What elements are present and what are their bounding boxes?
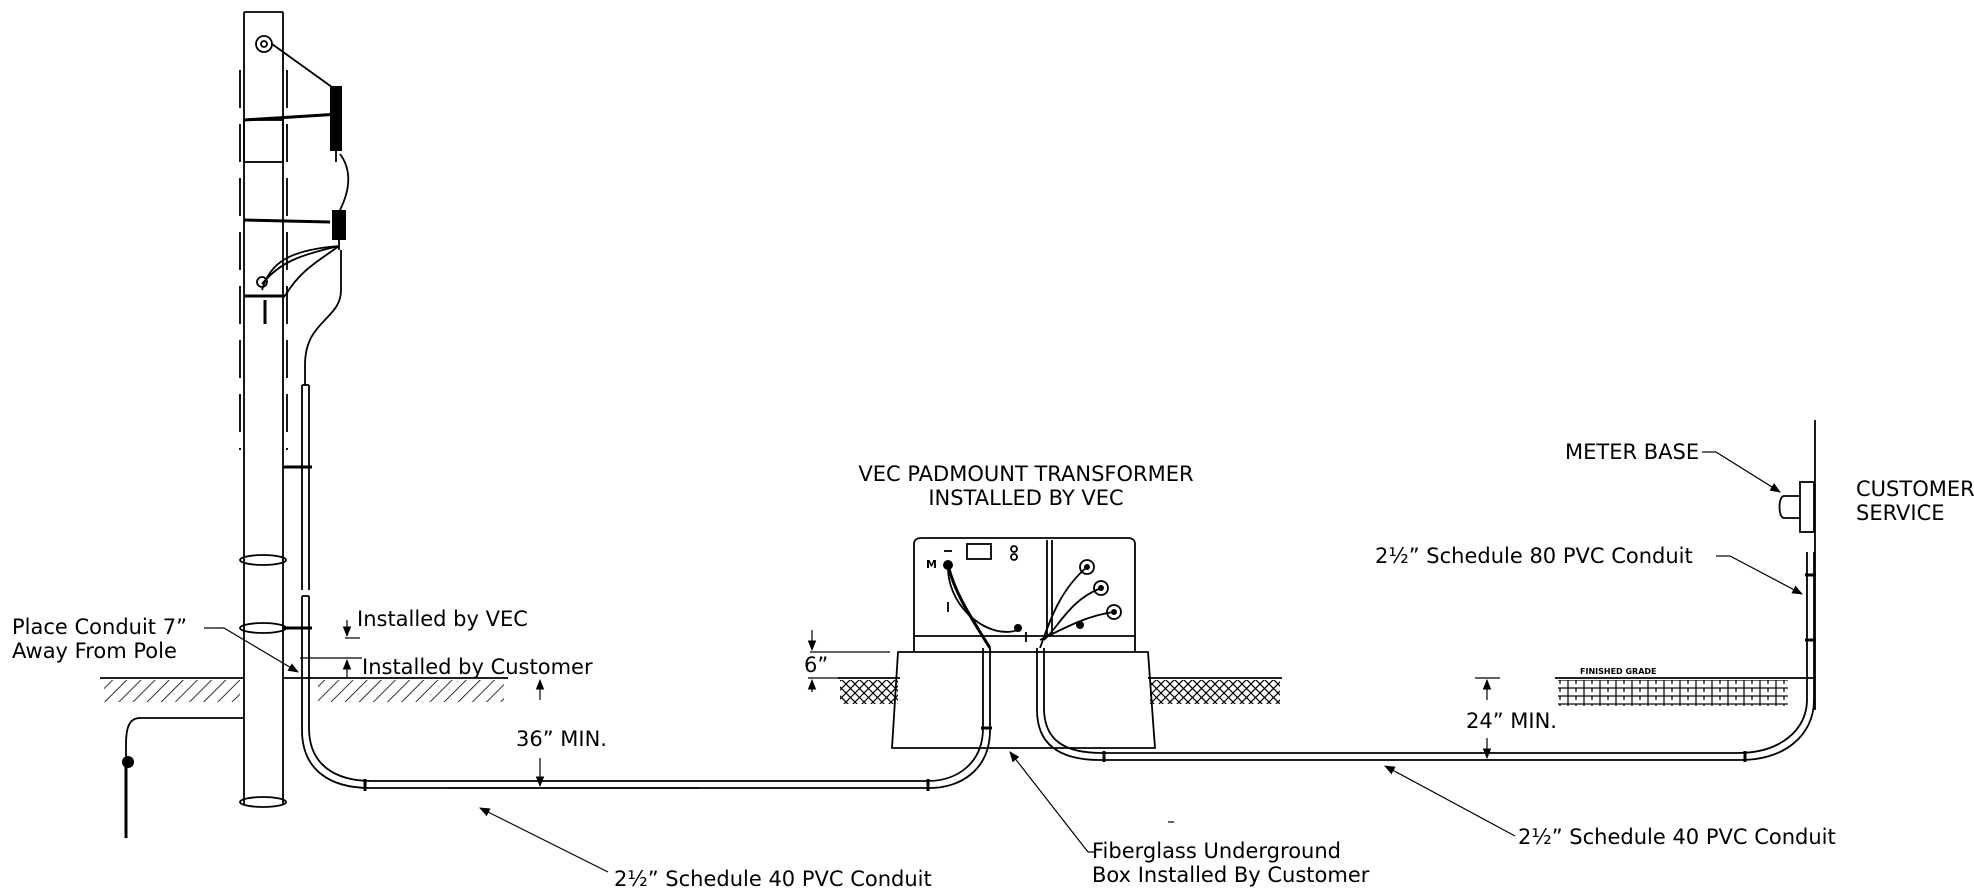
conduit-left-label: 2½” Schedule 40 PVC Conduit (614, 867, 932, 891)
bushing-icon (1079, 559, 1095, 575)
padmount-transformer: M (913, 537, 1136, 652)
meter-base-label: METER BASE (1565, 440, 1699, 464)
min-36-label: 36” MIN. (516, 727, 607, 751)
meter-base-icon (1778, 481, 1815, 533)
finished-grade-label: FINISHED GRADE (1580, 667, 1656, 676)
fiberglass-label-1: Fiberglass Underground (1092, 839, 1341, 863)
dimension-lines (204, 451, 1803, 873)
min-24-label: 24” MIN. (1466, 709, 1557, 733)
conduit-80-label: 2½” Schedule 80 PVC Conduit (1375, 544, 1693, 568)
ground-surface (100, 677, 1814, 706)
conduit-right-label: 2½” Schedule 40 PVC Conduit (1518, 825, 1836, 849)
bushing-icon (1093, 580, 1109, 596)
fiberglass-box (891, 651, 1156, 749)
svg-text:M: M (926, 558, 937, 571)
six-inch-label: 6” (804, 653, 828, 677)
insulator-icon (255, 35, 273, 53)
cutout-icon (271, 43, 350, 250)
customer-service-label-2: SERVICE (1856, 501, 1945, 525)
place-conduit-label-2: Away From Pole (12, 639, 177, 663)
transformer-label-2: INSTALLED BY VEC (928, 486, 1123, 510)
fiberglass-label-2: Box Installed By Customer (1092, 863, 1370, 887)
customer-service-label-1: CUSTOMER (1856, 477, 1974, 501)
bushing-icon (1106, 604, 1122, 620)
transformer-label-1: VEC PADMOUNT TRANSFORMER (858, 462, 1193, 486)
place-conduit-label-1: Place Conduit 7” (12, 615, 187, 639)
utility-pole (122, 11, 350, 838)
installed-by-vec-label: Installed by VEC (357, 607, 528, 631)
installed-by-customer-label: Installed by Customer (362, 655, 593, 679)
